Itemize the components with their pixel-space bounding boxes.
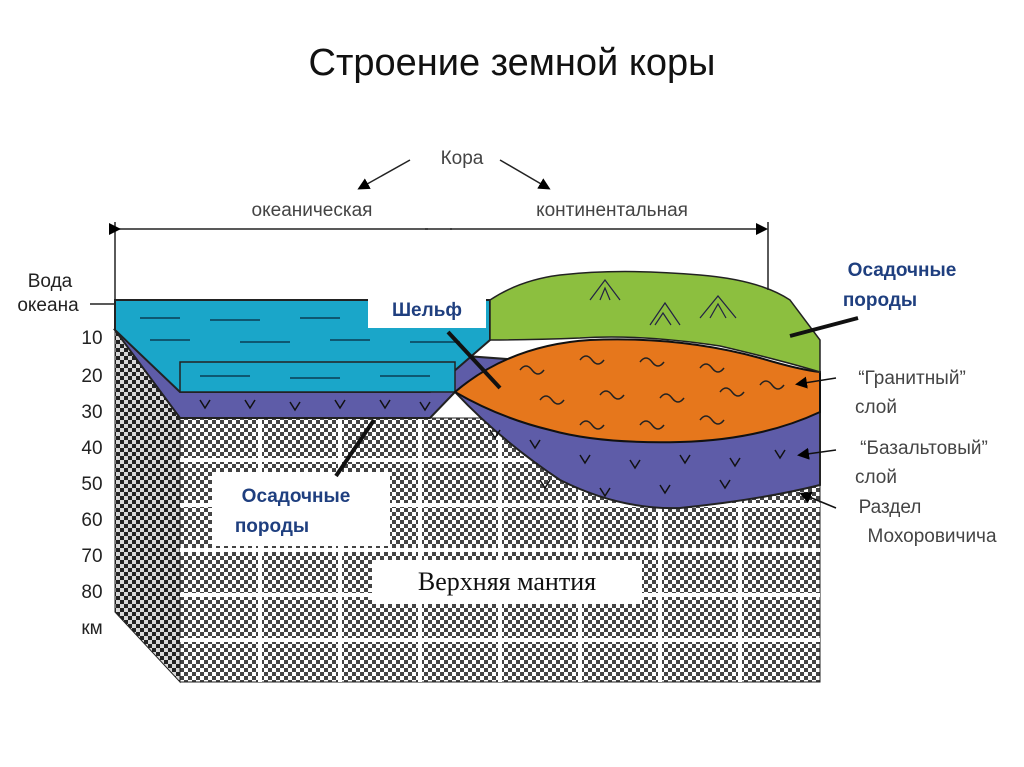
granite-line1: “Гранитный” [858, 368, 966, 389]
depth-tick-30: 30 [81, 402, 102, 423]
basalt-line1: “Базальтовый” [860, 438, 988, 459]
continental-sediment [489, 270, 821, 374]
basalt-line2: слой [855, 467, 897, 488]
sediments-top-line1: Осадочные [848, 260, 957, 281]
depth-tick-80: 80 [81, 582, 102, 603]
depth-tick-20: 20 [81, 366, 102, 387]
sediments-bottom-callout: Осадочные породы [212, 418, 390, 546]
crust-label: Кора [441, 148, 484, 169]
depth-tick-60: 60 [81, 510, 102, 531]
page-title: Строение земной коры [308, 42, 716, 84]
sediments-top-line2: породы [843, 290, 917, 311]
shelf-callout: Шельф [368, 290, 502, 390]
granite-callout: “Гранитный” слой [795, 368, 966, 418]
moho-callout: Раздел Мохоровичича [799, 491, 997, 547]
depth-tick-10: 10 [81, 328, 102, 349]
depth-tick-70: 70 [81, 546, 102, 567]
oceanic-crust-label: океаническая [252, 200, 373, 221]
sediments-top-callout: Осадочные породы [789, 260, 957, 338]
depth-scale: 10 20 30 40 50 60 70 80 км [81, 328, 102, 639]
moho-line1: Раздел [859, 497, 922, 518]
water-label-line2: океана [17, 295, 79, 316]
depth-tick-50: 50 [81, 474, 102, 495]
granite-line2: слой [855, 397, 897, 418]
upper-mantle-label: Верхняя мантия [418, 567, 596, 596]
basalt-callout: “Базальтовый” слой [797, 438, 988, 488]
moho-line2: Мохоровичича [867, 526, 996, 547]
shelf-label: Шельф [392, 300, 462, 321]
sediments-bottom-line2: породы [235, 516, 309, 537]
continental-crust-label: континентальная [536, 200, 688, 221]
crust-brackets [109, 159, 769, 300]
granite-layer [453, 338, 821, 444]
depth-unit: км [81, 618, 102, 639]
sediments-bottom-line1: Осадочные [242, 486, 351, 507]
sediments-top-pointer [789, 316, 859, 338]
depth-tick-40: 40 [81, 438, 102, 459]
sediments-bottom-pointer [334, 418, 376, 478]
water-label-line1: Вода [28, 271, 73, 292]
shelf-pointer [446, 330, 502, 390]
